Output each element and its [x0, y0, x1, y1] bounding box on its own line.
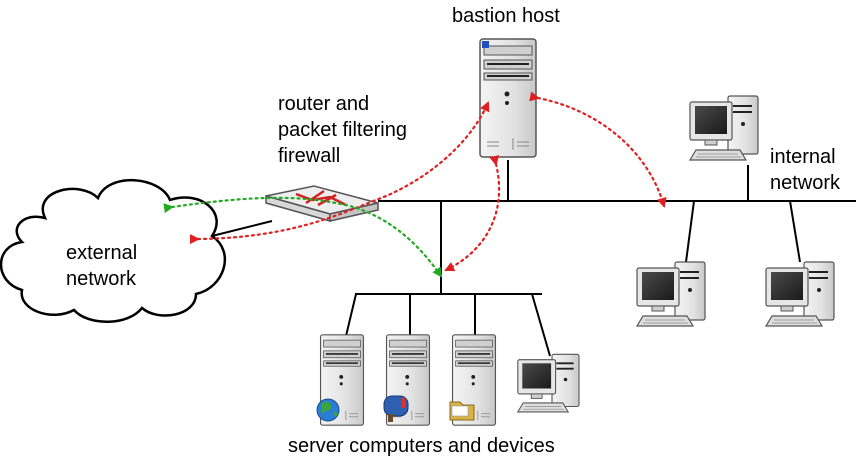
external-network-label-line1: external [66, 242, 138, 264]
green-arrow-external-servers [163, 196, 443, 278]
router-label-line1: router and [278, 93, 370, 115]
internal-left-pc-drop [685, 200, 695, 263]
router-label-line2: packet filtering [278, 119, 407, 141]
red-arrow-bastion-servers [444, 155, 501, 272]
bastion-badge [482, 41, 489, 48]
desktop-workstation-icon [765, 261, 835, 327]
router-firewall-icon [265, 185, 379, 222]
desktop-workstation-icon [636, 261, 706, 327]
servers-label: server computers and devices [288, 435, 555, 457]
globe-icon [316, 398, 340, 422]
internal-network-label-line2: network [770, 172, 841, 194]
bastion-host-label: bastion host [452, 5, 560, 27]
server-pc-drop [531, 293, 551, 357]
internal-network-label-line1: internal [770, 146, 836, 168]
mailbox-icon [383, 395, 409, 422]
red-arrow-bastion-internal [529, 91, 667, 208]
tower-server-icon [479, 38, 537, 158]
server1-drop [345, 293, 357, 337]
internal-right-pc-drop [789, 200, 801, 263]
allowed-traffic-arrows [163, 196, 443, 278]
external-network-label-line2: network [66, 268, 137, 290]
desktop-workstation-icon [689, 95, 759, 161]
blocked-traffic-arrows [189, 91, 667, 272]
folder-icon [449, 401, 475, 421]
desktop-workstation-icon [516, 353, 580, 413]
router-label-line3: firewall [278, 145, 341, 167]
